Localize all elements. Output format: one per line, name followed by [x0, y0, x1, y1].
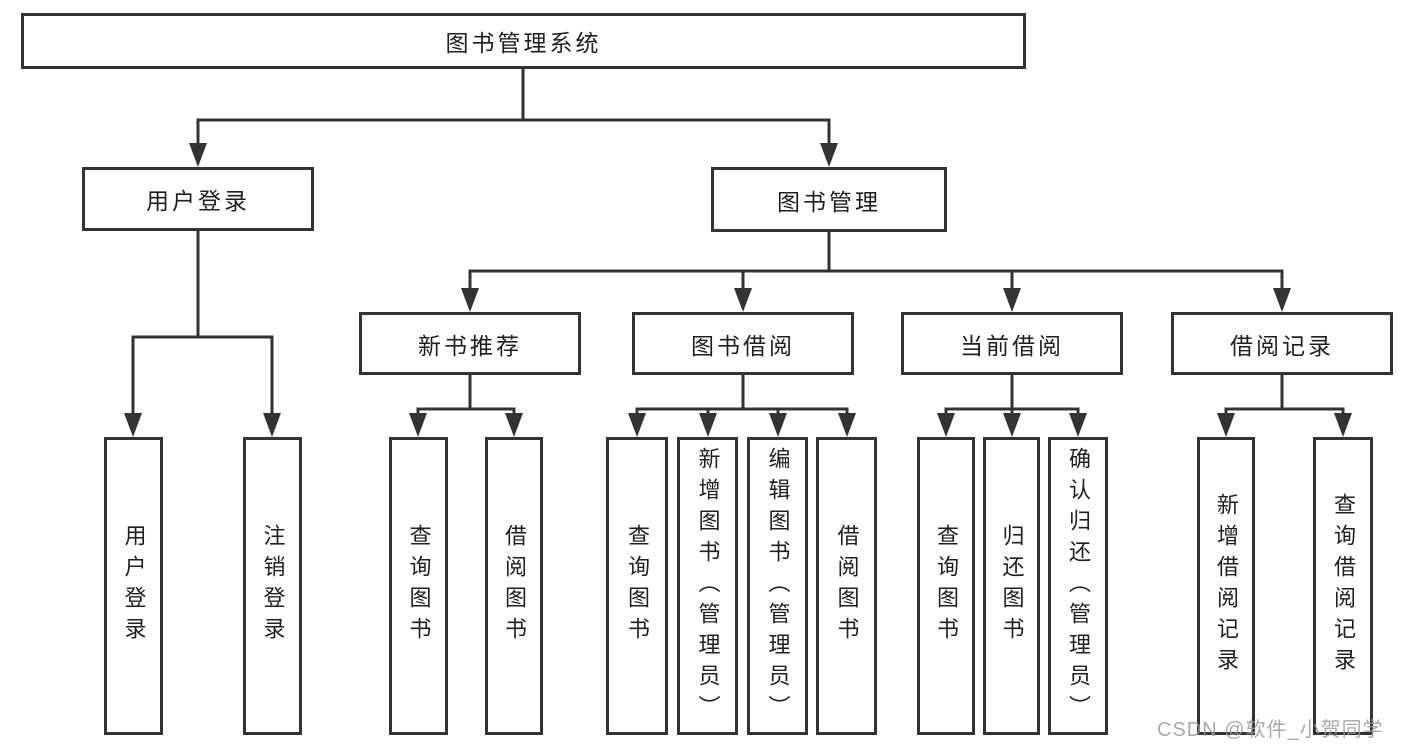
node-book-borrowing: 图书借阅 — [632, 312, 854, 375]
arrow-down-icon — [628, 413, 646, 437]
arrow-down-icon — [1217, 413, 1235, 437]
node-current-borrowing: 当前借阅 — [901, 312, 1123, 375]
leaf-confirm-return-admin: 确认归还（管理员） — [1048, 437, 1108, 735]
connector-borrow-record-to-leaves — [1217, 373, 1352, 437]
connector-book-management-to-sections — [461, 230, 1291, 312]
arrow-down-icon — [699, 413, 717, 437]
arrow-down-icon — [505, 413, 523, 437]
leaf-query-borrow-record: 查询借阅记录 — [1313, 437, 1373, 735]
arrow-down-icon — [263, 413, 281, 437]
arrow-down-icon — [769, 413, 787, 437]
leaf-add-borrow-record: 新增借阅记录 — [1197, 437, 1255, 735]
leaf-user-login: 用户登录 — [104, 437, 163, 735]
arrow-down-icon — [1069, 413, 1087, 437]
node-borrowing-records: 借阅记录 — [1171, 312, 1393, 375]
node-library-system: 图书管理系统 — [21, 13, 1026, 69]
leaf-query-books-1: 查询图书 — [389, 437, 448, 735]
node-book-management: 图书管理 — [711, 167, 947, 232]
arrow-down-icon — [409, 413, 427, 437]
arrow-down-icon — [1003, 413, 1021, 437]
connector-book-borrow-to-leaves — [628, 373, 856, 437]
arrow-down-icon — [1334, 413, 1352, 437]
arrow-down-icon — [124, 413, 142, 437]
connector-new-book-to-leaves — [409, 373, 523, 437]
arrow-down-icon — [820, 143, 838, 167]
arrow-down-icon — [1003, 288, 1021, 312]
node-new-book-recommend: 新书推荐 — [359, 312, 581, 375]
leaf-edit-book-admin: 编辑图书（管理员） — [747, 437, 808, 735]
connector-root-to-branches — [189, 67, 838, 167]
leaf-query-books-3: 查询图书 — [917, 437, 975, 735]
arrow-down-icon — [189, 143, 207, 167]
arrow-down-icon — [1273, 288, 1291, 312]
connector-current-borrow-to-leaves — [937, 373, 1087, 437]
arrow-down-icon — [838, 413, 856, 437]
arrow-down-icon — [734, 288, 752, 312]
watermark: CSDN @软件_小贺同学 — [1157, 719, 1384, 741]
node-user-login: 用户登录 — [82, 167, 314, 231]
leaf-query-books-2: 查询图书 — [606, 437, 668, 735]
arrow-down-icon — [461, 288, 479, 312]
leaf-return-books: 归还图书 — [983, 437, 1040, 735]
leaf-borrow-books-2: 借阅图书 — [816, 437, 877, 735]
connector-user-login-to-leaves — [124, 229, 281, 437]
leaf-borrow-books-1: 借阅图书 — [485, 437, 543, 735]
arrow-down-icon — [937, 413, 955, 437]
leaf-add-book-admin: 新增图书（管理员） — [677, 437, 738, 735]
leaf-logout: 注销登录 — [243, 437, 302, 735]
